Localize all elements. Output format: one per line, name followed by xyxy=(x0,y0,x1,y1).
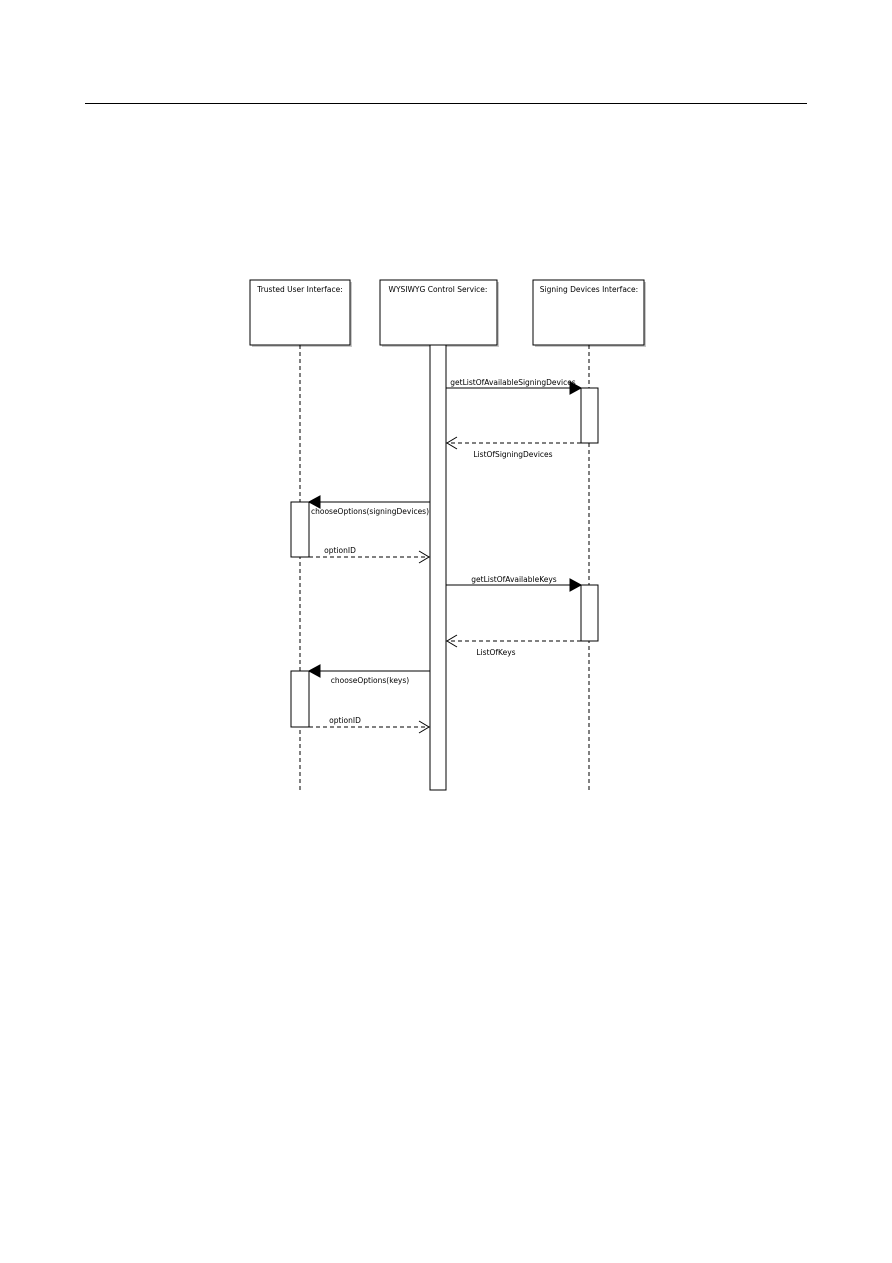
message-choose-options-keys: chooseOptions(keys) xyxy=(307,664,430,685)
message-option-id-1: optionID xyxy=(309,546,430,564)
message-label: getListOfAvailableSigningDevices xyxy=(450,378,576,387)
participant-label: Trusted User Interface: xyxy=(256,285,343,294)
participant-box xyxy=(379,279,498,346)
message-label: ListOfSigningDevices xyxy=(473,450,552,459)
message-label: ListOfKeys xyxy=(476,648,515,657)
activation-trusted-user-2 xyxy=(290,670,310,728)
message-choose-options-signing-devices: chooseOptions(signingDevices) xyxy=(307,495,430,516)
activation-signing-devices-2 xyxy=(580,584,599,642)
participant-wysiwyg-control-service: WYSIWYG Control Service: xyxy=(379,279,499,347)
arrowhead-filled xyxy=(569,578,583,592)
message-get-list-of-available-signing-devices: getListOfAvailableSigningDevices xyxy=(446,378,583,395)
message-label: optionID xyxy=(329,716,361,725)
message-option-id-2: optionID xyxy=(309,716,430,734)
arrowhead-filled xyxy=(307,495,321,509)
message-label: chooseOptions(signingDevices) xyxy=(311,507,429,516)
arrowhead-filled xyxy=(307,664,321,678)
participant-trusted-user-interface: Trusted User Interface: xyxy=(249,279,352,347)
participant-label: WYSIWYG Control Service: xyxy=(389,285,488,294)
message-label: getListOfAvailableKeys xyxy=(471,575,557,584)
participant-label: Signing Devices Interface: xyxy=(540,285,638,294)
message-get-list-of-available-keys: getListOfAvailableKeys xyxy=(446,575,583,592)
activation-signing-devices-1 xyxy=(580,387,599,444)
arrowhead-open xyxy=(418,550,430,564)
arrowhead-open xyxy=(418,720,430,734)
message-list-of-keys: ListOfKeys xyxy=(446,634,581,657)
arrowhead-open xyxy=(446,634,458,648)
header-rule xyxy=(85,103,807,104)
participant-box xyxy=(532,279,645,346)
message-list-of-signing-devices: ListOfSigningDevices xyxy=(446,436,581,459)
message-label: optionID xyxy=(324,546,356,555)
activation-wysiwyg-control-service xyxy=(429,344,447,791)
participant-box xyxy=(249,279,351,346)
arrowhead-filled xyxy=(569,381,583,395)
activation-trusted-user-1 xyxy=(290,501,310,558)
arrowhead-open xyxy=(446,436,458,450)
participant-signing-devices-interface: Signing Devices Interface: xyxy=(532,279,646,347)
message-label: chooseOptions(keys) xyxy=(331,676,409,685)
